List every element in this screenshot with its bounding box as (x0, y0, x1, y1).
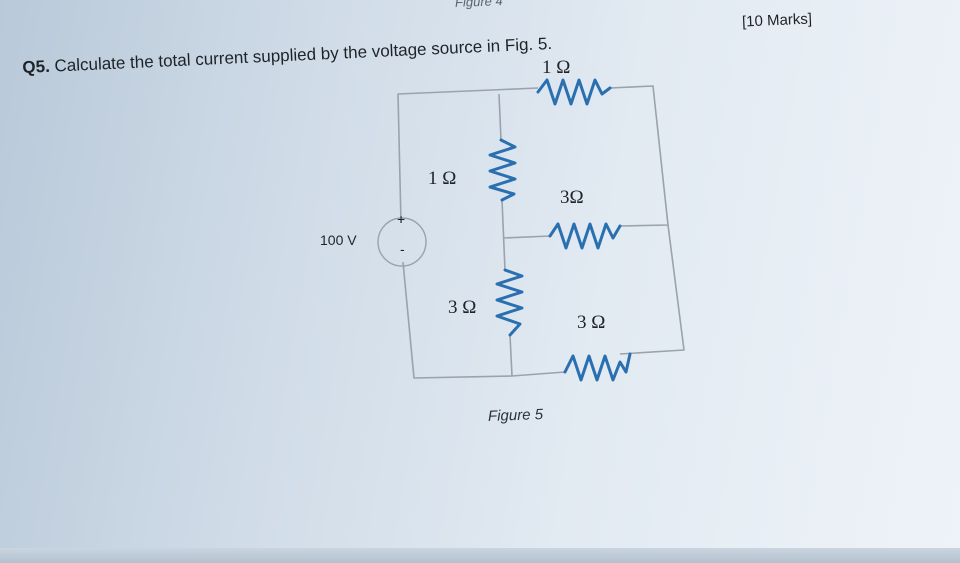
resistor-bottom-icon (563, 352, 632, 382)
wire-branch-bottom (509, 334, 513, 377)
circuit-wires (397, 85, 685, 379)
source-voltage-label: 100 V (320, 232, 357, 248)
figure-caption: Figure 5 (487, 406, 544, 425)
wire-branch-mid (501, 199, 506, 271)
resistor-left-lower-icon (495, 268, 524, 337)
resistor-bottom-label: 3 Ω (577, 312, 606, 333)
wire-left-lower (402, 261, 513, 379)
wire-top-right (609, 85, 669, 227)
source-plus-sign: + (397, 211, 405, 227)
wire-right-lower (619, 224, 685, 355)
wire-mid-node (502, 235, 551, 239)
resistor-left-lower-label: 3 Ω (448, 297, 477, 318)
resistor-left-upper-icon (488, 138, 517, 202)
resistor-middle-icon (548, 222, 622, 250)
resistor-top-icon (536, 78, 612, 106)
resistor-left-upper-label: 1 Ω (428, 168, 457, 189)
wire-left-upper (397, 87, 539, 224)
resistor-middle-label: 3Ω (560, 187, 584, 208)
wire-bottom-junction (511, 371, 566, 377)
resistor-top-label: 1 Ω (542, 57, 571, 78)
wire-branch-top (498, 93, 502, 141)
voltage-source-icon (377, 217, 427, 267)
source-minus-sign: - (400, 241, 405, 257)
paper-edge (0, 548, 960, 563)
